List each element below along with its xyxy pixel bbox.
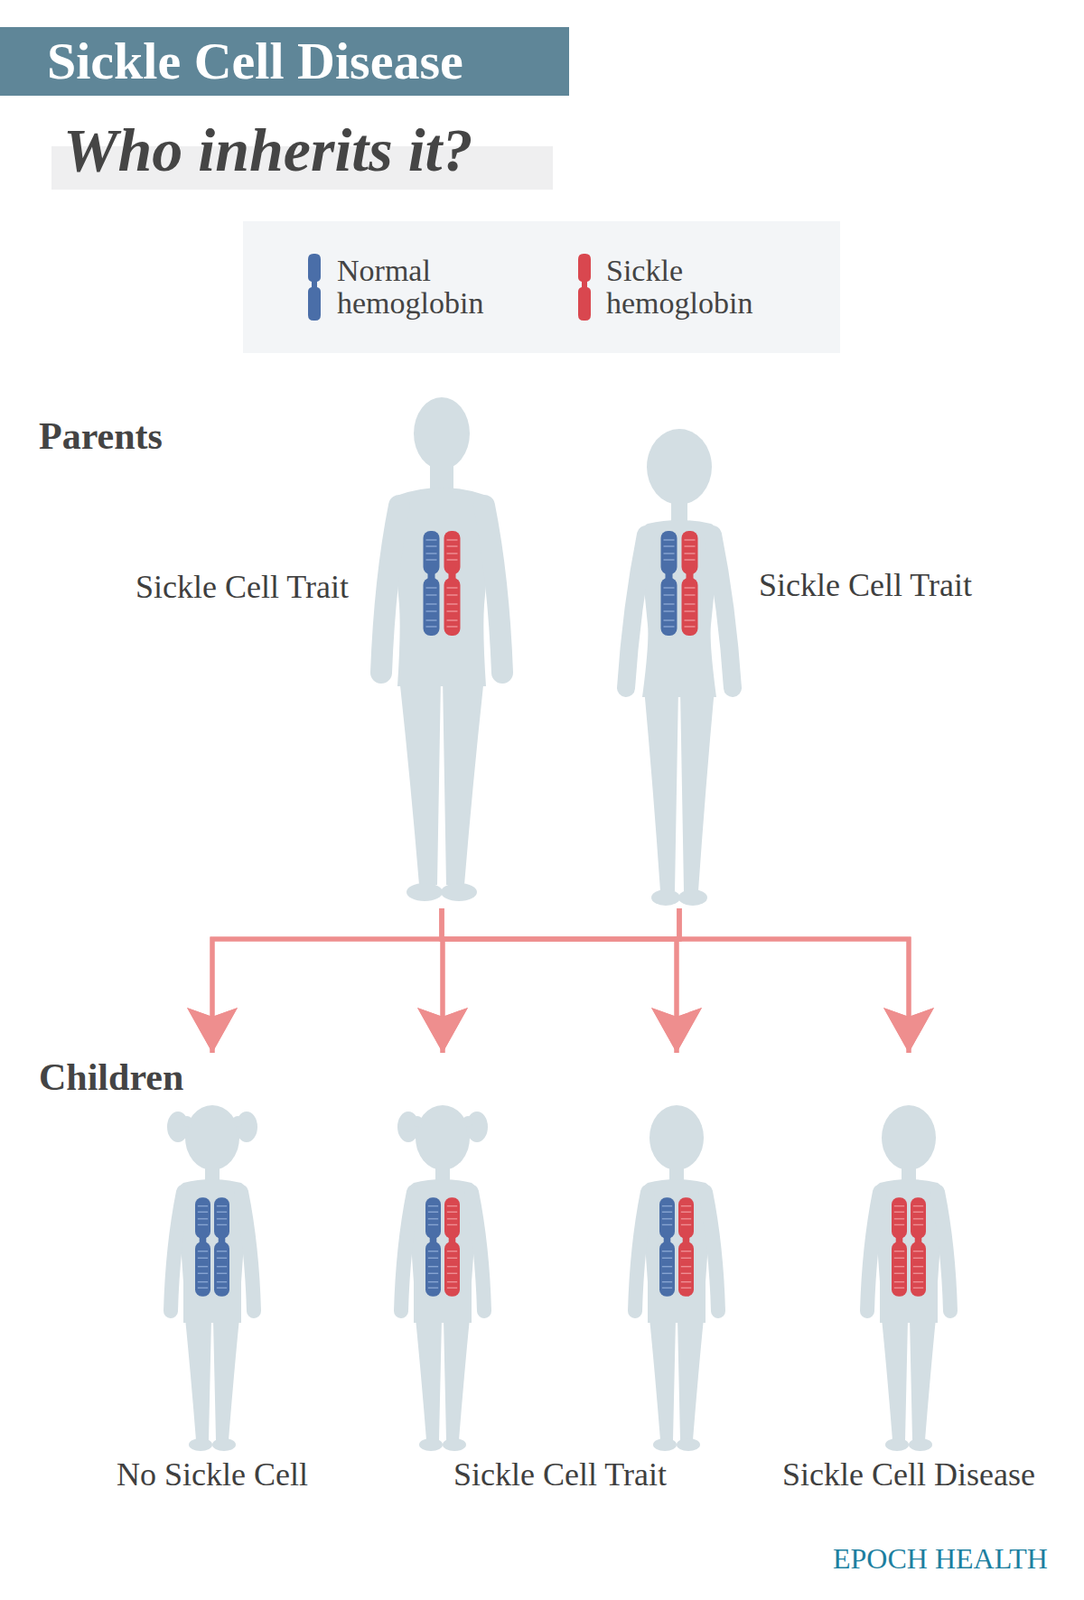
legend-swatch-shape xyxy=(578,253,591,321)
figure-label: Sickle Cell Trait xyxy=(758,565,972,606)
inheritance-arrow xyxy=(442,908,680,1054)
person-figure: No Sickle Cell xyxy=(158,1053,267,1451)
inheritance-arrow xyxy=(679,908,909,1054)
legend-text: Normal hemoglobin xyxy=(336,254,536,320)
arrow-line xyxy=(212,908,680,1054)
section-label: Children xyxy=(38,1055,184,1101)
person-figure: Sickle Cell Trait xyxy=(365,401,518,909)
arrow-line xyxy=(212,908,442,1054)
figure-label: No Sickle Cell xyxy=(116,1455,309,1496)
inheritance-arrow xyxy=(212,908,442,1054)
inheritance-arrow xyxy=(441,908,677,1054)
title: Sickle Cell Disease xyxy=(0,27,570,96)
title-band: Sickle Cell Disease xyxy=(0,27,570,96)
arrow-line xyxy=(441,908,909,1054)
inheritance-arrow xyxy=(441,908,909,1054)
arrow-line xyxy=(441,908,677,1054)
section-label: EPOCH HEALTH xyxy=(832,1541,1048,1578)
caption: Who inherits it? xyxy=(63,113,474,187)
legend-swatch xyxy=(578,253,591,321)
legend-swatch xyxy=(308,253,321,321)
person-figure: Sickle Cell Trait xyxy=(603,428,756,909)
figure-label: Sickle Cell Trait xyxy=(453,1455,667,1496)
person-figure: Sickle Cell Disease xyxy=(854,1053,963,1451)
legend-swatch-shape xyxy=(308,253,321,321)
legend-text: Sickle hemoglobin xyxy=(606,254,805,320)
arrow-line xyxy=(679,908,909,1054)
person-figure: Sickle Cell Trait xyxy=(383,1053,737,1451)
figure-label: Sickle Cell Trait xyxy=(135,567,349,608)
legend-box: Normal hemoglobin Sickle hemoglobin xyxy=(242,221,841,354)
arrow-line xyxy=(442,908,680,1054)
figure-label: Sickle Cell Disease xyxy=(782,1455,1036,1496)
inheritance-arrow xyxy=(212,908,680,1054)
section-label: Parents xyxy=(38,413,163,459)
